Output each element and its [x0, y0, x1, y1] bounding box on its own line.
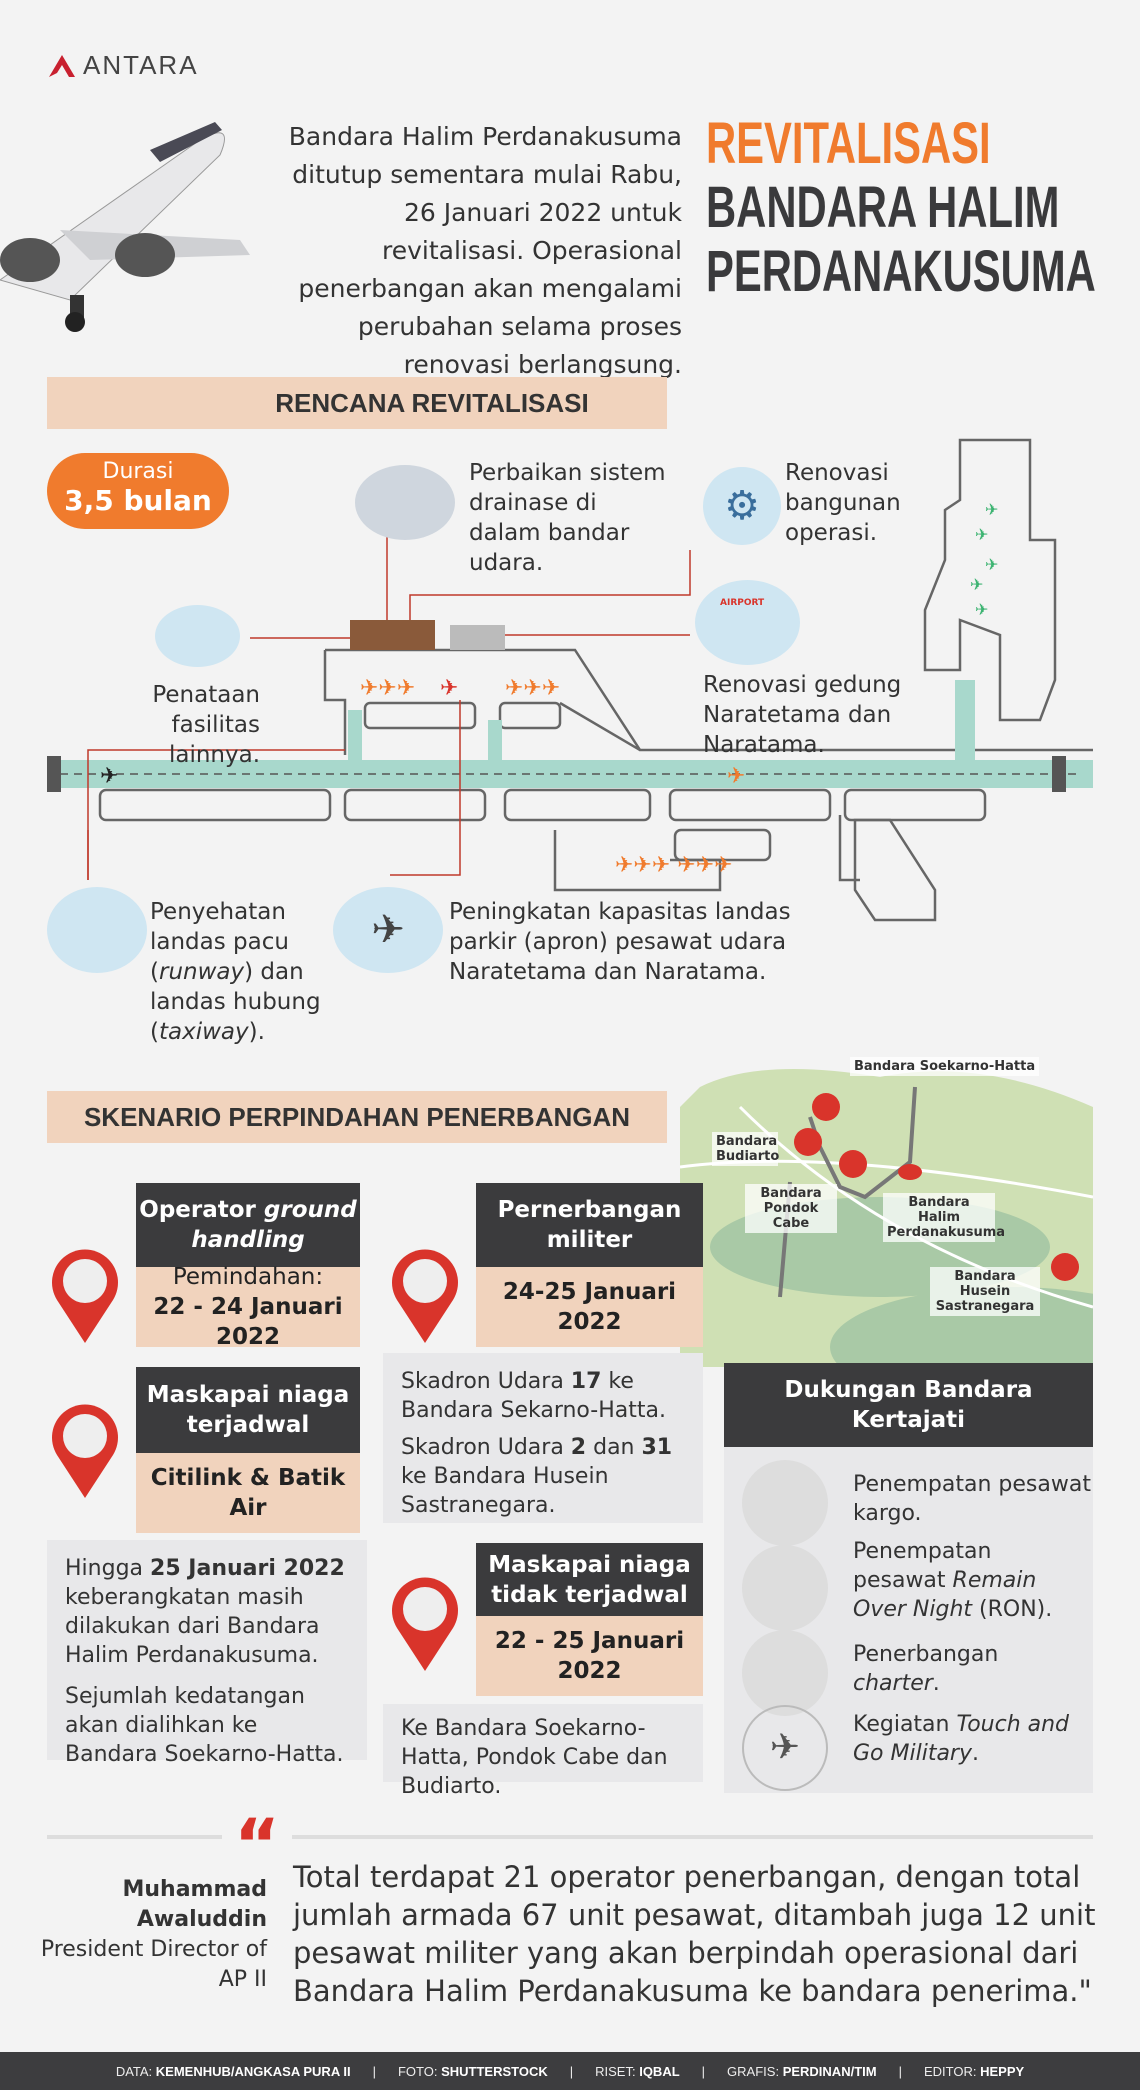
location-map: Bandara Soekarno-Hatta Bandara Budiarto … — [680, 1047, 1093, 1367]
apron-plane-icon: ✈ — [333, 887, 443, 973]
terjadwal-details: Hingga 25 Januari 2022 keberangkatan mas… — [47, 1540, 367, 1767]
svg-text:✈: ✈ — [985, 555, 998, 574]
divider — [47, 1835, 1093, 1839]
callout-apron: Peningkatan kapasitas landas parkir (apr… — [449, 899, 791, 985]
map-label-halim: Bandara Halim Perdanakusuma — [883, 1193, 1005, 1242]
kertajati-item-touch-go: Kegiatan Touch and Go Military. — [853, 1712, 1070, 1766]
map-label-soekarno-hatta: Bandara Soekarno-Hatta — [850, 1057, 1040, 1076]
callout-bangunan-operasi: Renovasi bangunan operasi. — [785, 460, 901, 546]
skenario-header-text: SKENARIO PERPINDAHAN PENERBANGAN — [83, 1101, 631, 1132]
title-line-2: BANDARA HALIM — [706, 175, 1060, 240]
terjadwal-airlines: Citilink & Batik Air — [136, 1453, 360, 1533]
tidak-terjadwal-dates: 22 - 25 Januari 2022 — [476, 1616, 703, 1696]
airport-layout-map: ✈✈✈✈✈✈✈ ✈✈✈ ✈✈✈✈✈ ✈✈✈✈✈ — [47, 438, 1093, 922]
antara-logo: ANTARA — [47, 50, 199, 81]
svg-text:✈: ✈ — [970, 575, 983, 594]
quote-text: Total terdapat 21 operator penerbangan, … — [293, 1860, 1096, 2008]
cargo-plane-icon — [742, 1460, 828, 1546]
location-pin-icon — [392, 1249, 458, 1343]
tidak-terjadwal-title: Maskapai niaga tidak terjadwal — [476, 1543, 703, 1616]
terminal-building-icon: AIRPORT — [695, 580, 800, 665]
kertajati-item-charter: Penerbangan charter. — [853, 1642, 999, 1696]
airplane-image — [0, 122, 250, 332]
svg-text:✈✈✈: ✈✈✈ — [360, 676, 415, 701]
drainage-icon — [355, 465, 455, 540]
svg-text:✈: ✈ — [727, 764, 745, 789]
kertajati-title: Dukungan Bandara Kertajati — [724, 1363, 1093, 1447]
credit-data: DATA: KEMENHUB/ANGKASA PURA II — [115, 2063, 351, 2079]
svg-text:✈: ✈ — [975, 525, 988, 544]
terjadwal-title: Maskapai niaga terjadwal — [136, 1367, 360, 1453]
credits-footer: DATA: KEMENHUB/ANGKASA PURA II| FOTO: SH… — [0, 2052, 1140, 2090]
naratama-building — [350, 620, 435, 650]
svg-text:✈: ✈ — [985, 500, 998, 519]
svg-text:✈: ✈ — [440, 676, 458, 701]
ground-handling-title: Operator ground handling — [136, 1183, 360, 1267]
intro-text: Bandara Halim Perdanakusuma ditutup seme… — [288, 122, 682, 379]
ground-handling-dates: Pemindahan:22 - 24 Januari 2022 — [136, 1264, 360, 1350]
location-pin-icon — [392, 1577, 458, 1671]
quote-mark-icon: “ — [222, 1810, 293, 1880]
page-title: REVITALISASI BANDARA HALIM PERDANAKUSUMA — [706, 112, 1096, 304]
militer-title: Pernerbangan militer — [476, 1183, 703, 1267]
durasi-value: 3,5 bulan — [64, 484, 212, 517]
antara-logo-icon — [49, 54, 75, 77]
plane-clouds-icon — [742, 1545, 828, 1631]
seats-icon — [155, 605, 240, 667]
kertajati-item-ron: Penempatan pesawat Remain Over Night (RO… — [853, 1539, 1053, 1622]
callout-gedung: Renovasi gedung Naratetama dan Naratama. — [703, 672, 902, 758]
map-label-pondok-cabe: Bandara Pondok Cabe — [745, 1184, 837, 1233]
map-label-husein: Bandara Husein Sastranegara — [930, 1267, 1040, 1316]
svg-text:✈✈✈ ✈✈✈: ✈✈✈ ✈✈✈ — [615, 853, 733, 878]
charter-plane-icon — [742, 1630, 828, 1716]
svg-text:✈✈✈: ✈✈✈ — [505, 676, 560, 701]
skenario-header: SKENARIO PERPINDAHAN PENERBANGAN — [47, 1091, 667, 1143]
touch-go-plane-icon: ✈ — [742, 1705, 828, 1791]
credit-grafis: GRAFIS: PERDINAN/TIM — [727, 2063, 877, 2079]
gears-icon: ⚙ — [703, 467, 781, 545]
rencana-header: RENCANA REVITALISASI — [47, 377, 667, 429]
location-pin-icon — [52, 1249, 119, 1343]
location-pin-icon — [52, 1404, 119, 1498]
durasi-badge: Durasi 3,5 bulan — [47, 453, 229, 529]
svg-text:✈: ✈ — [100, 764, 118, 789]
airport-sign: AIRPORT — [720, 598, 765, 608]
callout-runway: Penyehatan landas pacu (runway) dan land… — [150, 899, 321, 1045]
credit-editor: EDITOR: HEPPY — [923, 2063, 1025, 2079]
kertajati-item-kargo: Penempatan pesawat kargo. — [853, 1472, 1091, 1526]
credit-foto: FOTO: SHUTTERSTOCK — [397, 2063, 548, 2079]
callout-drainase: Perbaikan sistem drainase di dalam banda… — [469, 460, 666, 576]
map-label-budiarto: Bandara Budiarto — [712, 1132, 779, 1166]
title-line-3: PERDANAKUSUMA — [706, 239, 1096, 304]
durasi-label: Durasi — [102, 459, 174, 484]
svg-text:✈: ✈ — [975, 600, 988, 619]
tidak-terjadwal-details: Ke Bandara Soekarno-Hatta, Pondok Cabe d… — [383, 1704, 703, 1799]
author-role: President Director of AP II — [40, 1937, 267, 1992]
credit-riset: RISET: IQBAL — [595, 2063, 680, 2079]
militer-details: Skadron Udara 17 ke Bandara Sekarno-Hatt… — [383, 1353, 703, 1523]
title-line-1: REVITALISASI — [706, 111, 991, 176]
callout-fasilitas: Penataan fasilitas lainnya. — [152, 682, 260, 768]
author-name: Muhammad Awaluddin — [122, 1877, 267, 1932]
runway-icon — [47, 887, 147, 973]
militer-dates: 24-25 Januari 2022 — [476, 1267, 703, 1347]
logo-text: ANTARA — [83, 50, 199, 80]
rencana-header-text: RENCANA REVITALISASI — [275, 387, 589, 418]
